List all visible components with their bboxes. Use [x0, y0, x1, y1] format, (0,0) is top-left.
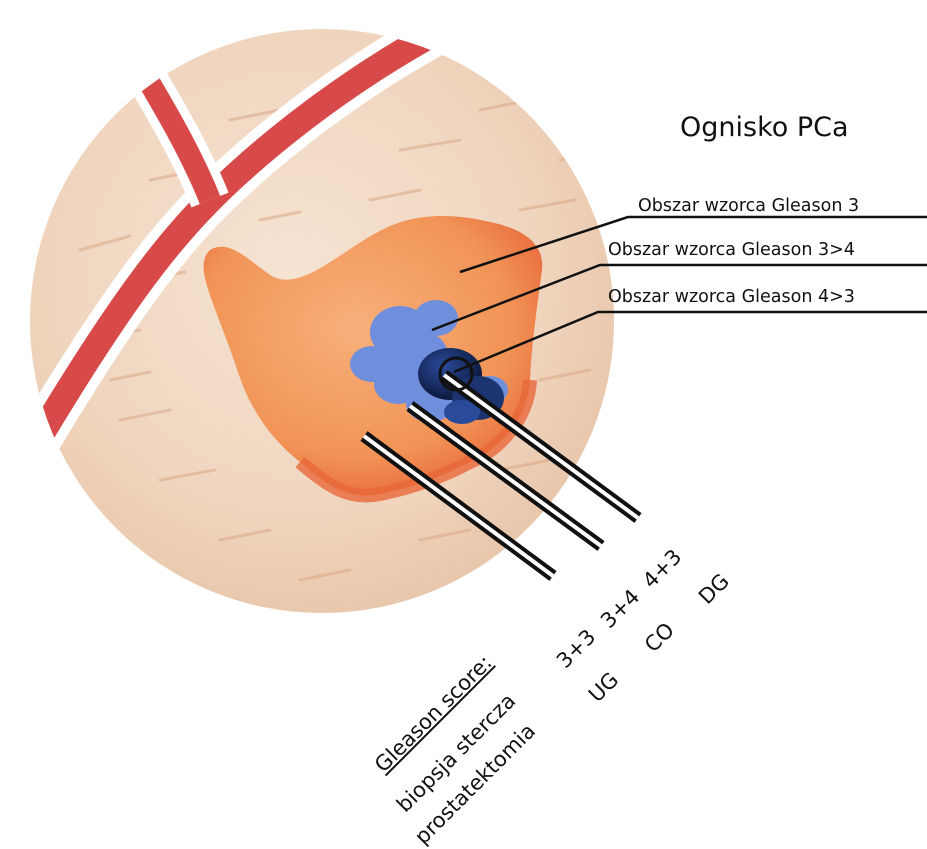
legend-pattern34-label: Obszar wzorca Gleason 3>4 [608, 240, 855, 260]
legend-pattern43-label: Obszar wzorca Gleason 4>3 [608, 287, 855, 307]
legend-pattern3-label: Obszar wzorca Gleason 3 [638, 196, 859, 216]
diagram-stage: Ognisko PCa Obszar wzorca Gleason 3 Obsz… [0, 0, 927, 832]
focus-title: Ognisko PCa [680, 112, 849, 143]
